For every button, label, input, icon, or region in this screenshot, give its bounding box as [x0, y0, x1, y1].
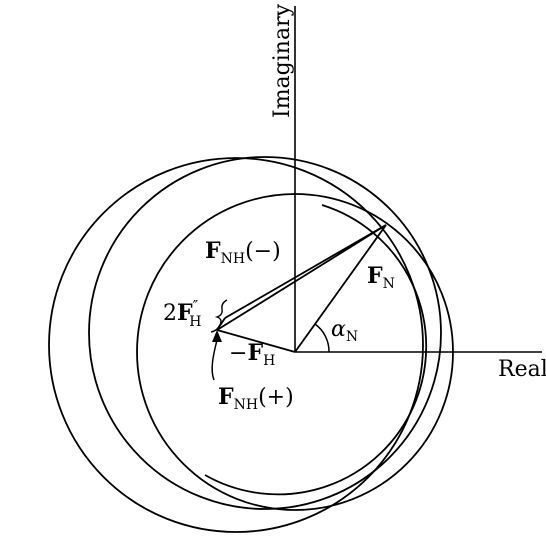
vector-fn	[294, 224, 387, 353]
label-minus-fh: −FH	[229, 340, 275, 369]
label-2fh-sup: ″	[193, 297, 199, 315]
label-minus-fh-prefix: −	[229, 341, 247, 366]
label-alpha-sub: N	[346, 329, 358, 345]
pointer-arrow-line	[211, 339, 218, 381]
vector-minus-fh	[216, 329, 296, 353]
circle-left-large	[48, 157, 424, 533]
label-minus-fh-main: F	[247, 340, 263, 366]
label-fn-main: F	[367, 263, 383, 289]
label-fnh-plus-suffix: (+)	[258, 385, 294, 410]
vector-fnh-minus	[224, 224, 387, 319]
circle-middle	[88, 156, 442, 510]
label-fnh-minus: FNH(−)	[205, 238, 281, 267]
label-fnh-minus-main: F	[205, 238, 221, 264]
label-fnh-plus: FNH(+)	[218, 384, 294, 413]
imaginary-axis-label: Imaginary	[270, 3, 295, 118]
label-fnh-minus-suffix: (−)	[245, 239, 281, 264]
label-2fh-sub: H	[189, 314, 201, 330]
curly-brace	[210, 299, 228, 333]
circle-centered-origin	[136, 193, 454, 511]
label-fn-sub: N	[383, 276, 395, 292]
vector-fnh-plus	[216, 224, 387, 331]
real-axis-label: Real	[498, 357, 546, 382]
label-2fh-double-prime: 2F″H	[163, 297, 201, 330]
pointer-arrowhead	[212, 330, 222, 342]
arc-right	[204, 204, 428, 496]
label-fnh-minus-sub: NH	[221, 251, 245, 267]
label-2fh-main: F	[177, 300, 193, 326]
angle-arc	[314, 323, 330, 353]
label-alpha-main: α	[331, 317, 346, 342]
label-fnh-plus-sub: NH	[234, 397, 258, 413]
label-alpha-n: αN	[331, 317, 358, 345]
label-fnh-plus-main: F	[218, 384, 234, 410]
label-fn: FN	[367, 263, 395, 292]
label-2fh-prefix: 2	[163, 301, 177, 326]
label-minus-fh-sub: H	[263, 353, 275, 369]
